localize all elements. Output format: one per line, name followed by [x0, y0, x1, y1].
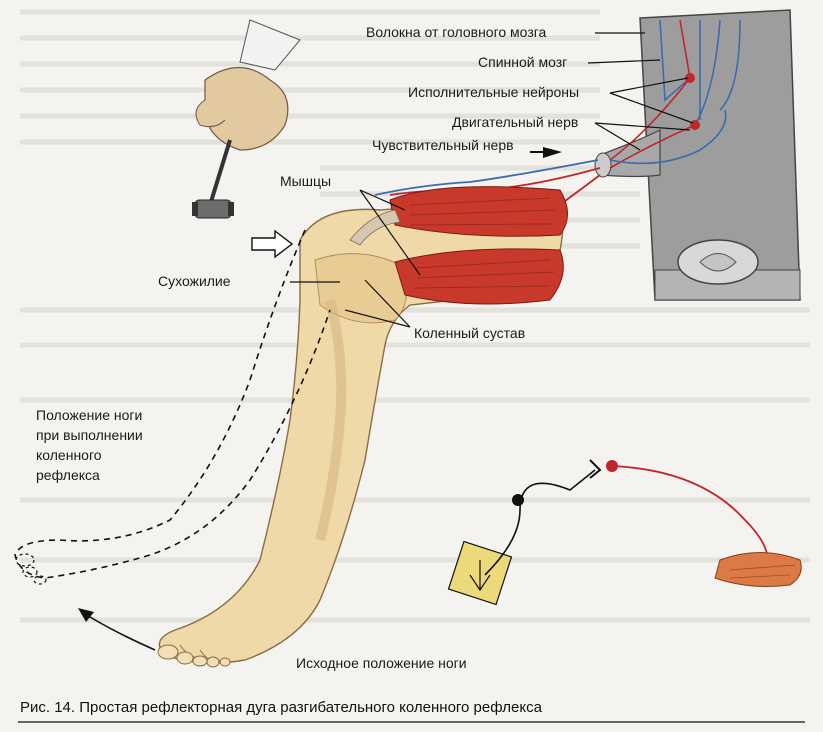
muscles [349, 186, 568, 305]
label-motor-nerve: Двигательный нерв [452, 114, 578, 130]
label-reflex-position-line4: рефлекса [36, 467, 100, 483]
leader-lines [290, 32, 694, 328]
label-tendon: Сухожилие [158, 273, 231, 289]
tap-arrow [251, 229, 294, 259]
label-spinal-cord: Спинной мозг [478, 54, 567, 70]
kick-arrowhead [78, 608, 94, 622]
label-reflex-position-line2: при выполнении [36, 427, 143, 443]
sensory-arrow [543, 147, 562, 158]
toes [157, 644, 231, 668]
effector-neuron-body-1 [685, 73, 695, 83]
spinal-nerve-fibers [609, 19, 741, 169]
effector-neuron-body-2 [690, 120, 700, 130]
labels: Волокна от головного мозга Спинной мозг … [36, 24, 579, 671]
label-sensory-nerve: Чувствительный нерв [372, 137, 514, 153]
label-muscles: Мышцы [280, 173, 331, 189]
label-initial-position: Исходное положение ноги [296, 655, 467, 671]
label-brain-fibers: Волокна от головного мозга [366, 24, 547, 40]
reflex-arc-schematic [447, 459, 802, 606]
background-text-lines [20, 9, 810, 623]
label-reflex-position-line3: коленного [36, 447, 102, 463]
spinal-cord [594, 9, 801, 301]
reflex-leg-toes [15, 553, 47, 585]
label-reflex-position-line1: Положение ноги [36, 407, 142, 423]
reflex-leg-outline [14, 229, 331, 579]
figure-caption: Рис. 14. Простая рефлекторная дуга разги… [20, 699, 543, 716]
label-knee-joint: Коленный сустав [414, 325, 525, 341]
label-effector-neurons: Исполнительные нейроны [408, 84, 579, 100]
hand-with-hammer [192, 19, 301, 219]
